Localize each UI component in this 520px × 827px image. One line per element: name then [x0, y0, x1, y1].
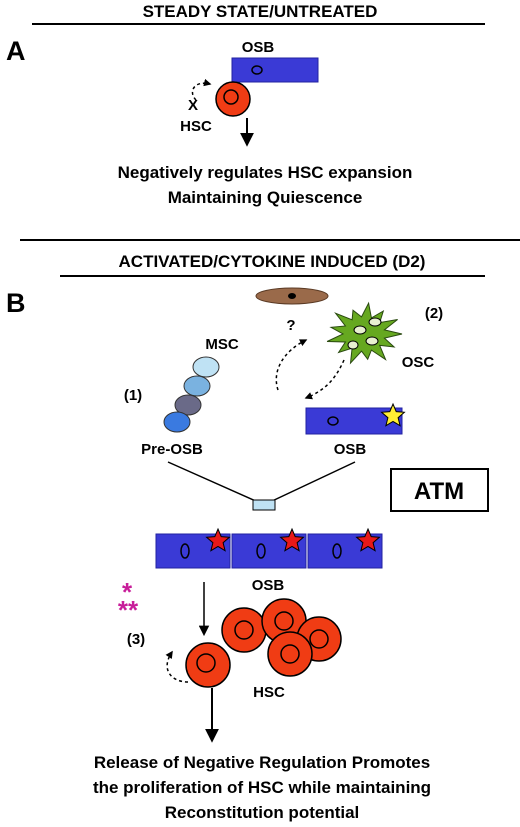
panel-b-caption-line3: Reconstitution potential	[165, 803, 360, 822]
hsc-cluster	[185, 598, 342, 688]
funnel-left-line	[167, 461, 259, 503]
osb-cell-a	[231, 57, 319, 83]
self-renewal-arrow-b	[165, 650, 189, 683]
panel-a-osb-label: OSB	[242, 39, 275, 56]
osb-row	[155, 533, 383, 569]
question-mark: ?	[286, 317, 295, 334]
panel-a-caption-line2: Maintaining Quiescence	[168, 188, 363, 207]
red-star-icon-1	[205, 527, 231, 552]
pre-osb-label: Pre-OSB	[141, 441, 203, 458]
step-2-label: (2)	[425, 305, 443, 322]
hsc-cell-cluster-1	[221, 607, 267, 653]
atm-label: ATM	[414, 478, 464, 505]
magenta-asterisk-icon-top: *	[122, 577, 133, 607]
hsc-cell-main	[185, 642, 231, 688]
panel-b-caption-line2: the proliferation of HSC while maintaini…	[93, 778, 431, 797]
yellow-star-icon	[380, 402, 406, 427]
panel-b-caption-line1: Release of Negative Regulation Promotes	[94, 753, 430, 772]
step-1-label: (1)	[124, 387, 142, 404]
hsc-cell-cluster-4	[267, 631, 313, 677]
panel-b-letter: B	[6, 288, 26, 318]
osc-label: OSC	[402, 354, 435, 371]
magenta-asterisks-icon: **	[118, 595, 139, 625]
atm-box	[390, 468, 489, 512]
osteoclast-cell	[326, 301, 403, 365]
osb-row-label: OSB	[252, 577, 285, 594]
red-star-icon-2	[279, 527, 305, 552]
funnel-right-line	[269, 461, 356, 503]
panel-a-hsc-label: HSC	[180, 118, 212, 135]
osb-activated-label: OSB	[334, 441, 367, 458]
self-renewal-arrow-a	[191, 78, 212, 101]
step-3-label: (3)	[127, 631, 145, 648]
msc-label: MSC	[205, 336, 239, 353]
osc-to-stromal-arrow	[275, 339, 308, 391]
red-star-icon-3	[355, 527, 381, 552]
osc-to-osb-arrow	[304, 359, 345, 400]
panel-a: STEADY STATE/UNTREATED A OSB X HSC Negat…	[6, 2, 485, 207]
funnel-box	[252, 499, 276, 511]
stromal-cell	[255, 287, 329, 305]
hsc-cell-a	[215, 81, 251, 117]
panel-a-header: STEADY STATE/UNTREATED	[143, 2, 378, 21]
blocked-mark: X	[188, 97, 198, 114]
hsc-cluster-label: HSC	[253, 684, 285, 701]
panel-b-header: ACTIVATED/CYTOKINE INDUCED (D2)	[119, 252, 426, 271]
panel-a-letter: A	[6, 36, 26, 66]
msc-lineage-cells	[163, 356, 220, 433]
panel-b: ACTIVATED/CYTOKINE INDUCED (D2) B ? (2) …	[6, 252, 489, 822]
panel-a-caption-line1: Negatively regulates HSC expansion	[118, 163, 413, 182]
